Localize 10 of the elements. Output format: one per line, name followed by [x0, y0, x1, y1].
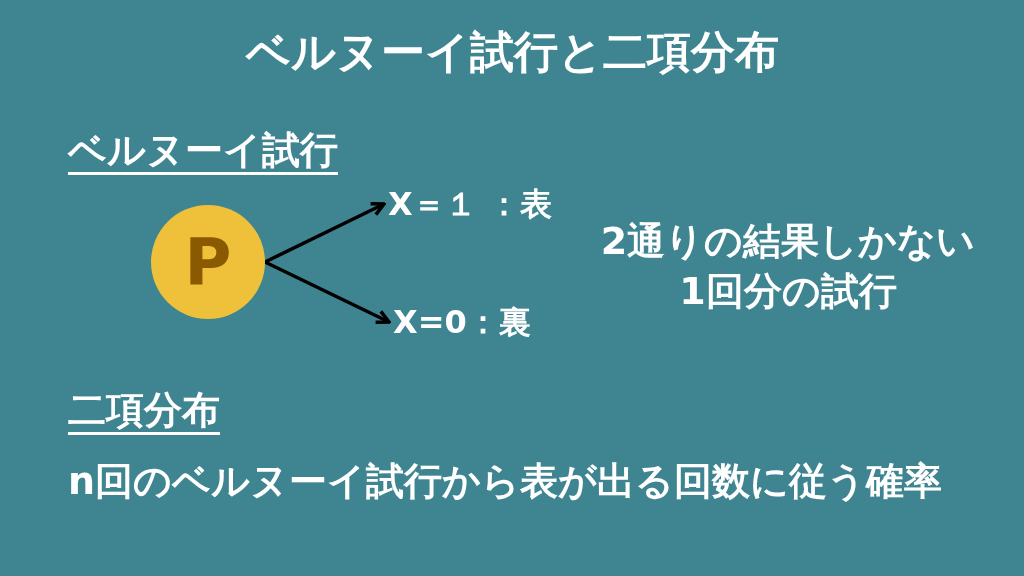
section-heading: 二項分布	[68, 388, 220, 435]
coin: P	[151, 205, 265, 319]
definition-text: n回のベルヌーイ試行から表が出る回数に従う確率	[68, 458, 943, 504]
outcome-label: X＝１ ：表	[384, 184, 552, 224]
arrow	[264, 260, 391, 324]
arrow	[264, 202, 386, 264]
section-heading: ベルヌーイ試行	[68, 128, 338, 175]
outcome-label: X=0：裏	[389, 302, 531, 342]
title: ベルヌーイ試行と二項分布	[244, 25, 780, 79]
description-text: 2通りの結果しかない1回分の試行	[600, 218, 977, 315]
